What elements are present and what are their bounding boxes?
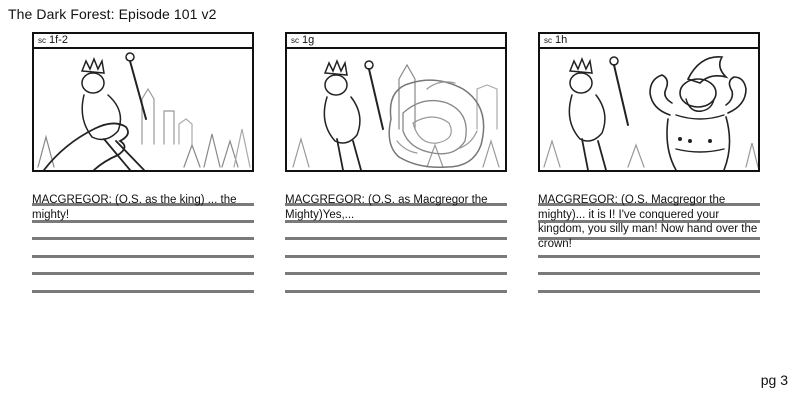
panel-sketch-macgregor-flexing bbox=[543, 56, 758, 170]
scene-prefix: sc bbox=[544, 36, 552, 45]
rule-line bbox=[538, 220, 760, 223]
page-number: pg 3 bbox=[760, 372, 788, 388]
rule-line bbox=[32, 220, 254, 223]
dialogue-block: MACGREGOR: (O.S. as the king) ... the mi… bbox=[32, 192, 254, 293]
rule-line bbox=[32, 203, 254, 206]
rule-line bbox=[538, 255, 760, 258]
scene-number: 1h bbox=[555, 34, 568, 46]
scene-number: 1f-2 bbox=[49, 34, 68, 46]
panel-sketch-king-with-scepter bbox=[37, 52, 251, 170]
rule-line bbox=[285, 203, 507, 206]
rule-line bbox=[32, 290, 254, 293]
rule-line bbox=[32, 237, 254, 240]
rule-line bbox=[285, 255, 507, 258]
panel-sketch-macgregor-appearing bbox=[292, 58, 500, 170]
rule-line bbox=[538, 203, 760, 206]
scene-number: 1g bbox=[302, 34, 315, 46]
dialogue-text: MACGREGOR: (O.S. as Macgregor the Mighty… bbox=[285, 194, 488, 221]
document-title: The Dark Forest: Episode 101 v2 bbox=[8, 6, 217, 22]
rule-line bbox=[285, 237, 507, 240]
rule-line bbox=[538, 237, 760, 240]
dialogue-text: MACGREGOR: (O.S. as the king) ... the mi… bbox=[32, 194, 237, 221]
dialogue-block: MACGREGOR: (O.S. Macgregor the mighty)..… bbox=[538, 192, 760, 293]
scene-prefix: sc bbox=[291, 36, 299, 45]
rule-line bbox=[538, 290, 760, 293]
rule-line bbox=[32, 272, 254, 275]
rule-line bbox=[285, 220, 507, 223]
dialogue-block: MACGREGOR: (O.S. as Macgregor the Mighty… bbox=[285, 192, 507, 293]
dialogue-text: MACGREGOR: (O.S. Macgregor the mighty)..… bbox=[538, 194, 758, 250]
scene-prefix: sc bbox=[38, 36, 46, 45]
rule-line bbox=[32, 255, 254, 258]
rule-line bbox=[538, 272, 760, 275]
rule-line bbox=[285, 290, 507, 293]
rule-line bbox=[285, 272, 507, 275]
